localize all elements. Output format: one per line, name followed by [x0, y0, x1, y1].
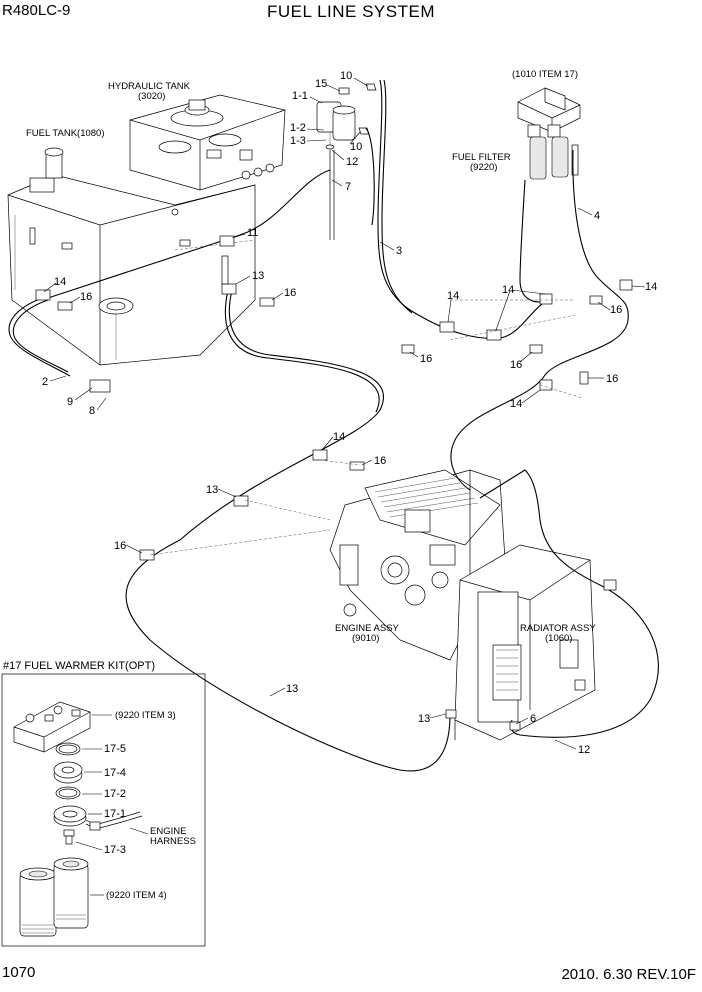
- callout-1-3: 1-3: [290, 135, 306, 147]
- callout-16-e: 16: [374, 455, 386, 467]
- callout-16-a: 16: [420, 353, 432, 365]
- clamps: [35, 279, 633, 731]
- fuel-filter-label: FUEL FILTER: [452, 152, 511, 163]
- kit-item4-ref: (9220 ITEM 4): [106, 890, 167, 901]
- callout-5: 12: [578, 744, 590, 756]
- fuel-tank-drawing: [7, 94, 286, 366]
- pre-filter-drawing: [316, 83, 377, 240]
- fuel-filter-ref: (9220): [470, 162, 497, 173]
- kit-title: #17 FUEL WARMER KIT(OPT): [3, 660, 155, 672]
- callout-16-c: 16: [610, 304, 622, 316]
- bolts: [57, 235, 603, 471]
- hydraulic-tank-ref: (3020): [138, 91, 165, 102]
- kit-callout-17-4: 17-4: [104, 767, 126, 779]
- radiator-drawing: [454, 544, 596, 741]
- callout-13-a: 14: [333, 431, 345, 443]
- callout-14-a: 14: [447, 290, 459, 302]
- item17-ref: (1010 ITEM 17): [512, 69, 578, 80]
- callout-12-top: 12: [346, 156, 358, 168]
- callout-13-c: 16: [114, 540, 126, 552]
- callout-7: 7: [345, 181, 351, 193]
- callout-16-d: 16: [606, 373, 618, 385]
- callout-12-right: 6: [530, 713, 536, 725]
- callout-16-clamp: 16: [284, 287, 296, 299]
- callout-14-tank: 14: [54, 276, 66, 288]
- fuel-filter-drawing: [517, 87, 581, 180]
- callout-14-b: 14: [502, 284, 514, 296]
- assembly-labels: HYDRAULIC TANK (3020) FUEL TANK(1080) (1…: [26, 69, 596, 644]
- callout-16-tank: 16: [80, 291, 92, 303]
- callout-10-top: 10: [340, 70, 352, 82]
- callout-16-b: 16: [510, 359, 522, 371]
- callout-13-b: 13: [206, 484, 218, 496]
- model-code: R480LC-9: [2, 2, 71, 19]
- callout-4: 4: [594, 210, 600, 222]
- engine-label: ENGINE ASSY: [335, 623, 400, 634]
- radiator-label: RADIATOR ASSY: [520, 623, 596, 634]
- fuel-warmer-kit-inset: #17 FUEL WARMER KIT(OPT) (9220 ITEM 3) 1…: [1, 660, 206, 947]
- callout-13-tank: 13: [252, 270, 264, 282]
- callout-3: 3: [396, 245, 402, 257]
- kit-harness-line2: HARNESS: [150, 836, 196, 847]
- hydraulic-tank-label: HYDRAULIC TANK: [108, 81, 191, 92]
- callout-14-d: 14: [510, 398, 522, 410]
- kit-callout-17-2: 17-2: [104, 788, 126, 800]
- fuel-tank-label: FUEL TANK(1080): [26, 128, 105, 139]
- callout-9: 9: [67, 396, 73, 408]
- callout-6: 13: [286, 683, 298, 695]
- page-number: 1070: [2, 964, 36, 981]
- callout-12-left: 13: [418, 713, 430, 725]
- radiator-ref: (1060): [545, 633, 572, 644]
- kit-callout-17-3: 17-3: [104, 844, 126, 856]
- callout-1-2: 1-2: [290, 122, 306, 134]
- callout-14-c: 14: [645, 281, 657, 293]
- revision-date: 2010. 6.30 REV.10F: [561, 966, 696, 983]
- kit-callout-17-5: 17-5: [104, 743, 126, 755]
- fuel-lines: [8, 79, 659, 772]
- kit-item3-ref: (9220 ITEM 3): [115, 710, 176, 721]
- callout-10-mid: 10: [350, 141, 362, 153]
- callout-8: 8: [89, 405, 95, 417]
- callout-11: 11: [247, 227, 258, 239]
- reference-lines: [149, 299, 583, 556]
- callout-15: 15: [315, 78, 327, 90]
- callout-2: 2: [42, 376, 48, 388]
- callout-1-1: 1-1: [292, 90, 308, 102]
- part-callouts: 10 15 1-1 1-2 1-3 10 12 7 3 4 11 13 14 1…: [42, 70, 657, 756]
- kit-harness-line1: ENGINE: [150, 826, 186, 837]
- kit-callout-17-1: 17-1: [104, 808, 126, 820]
- page-title: FUEL LINE SYSTEM: [267, 2, 435, 21]
- engine-ref: (9010): [352, 633, 379, 644]
